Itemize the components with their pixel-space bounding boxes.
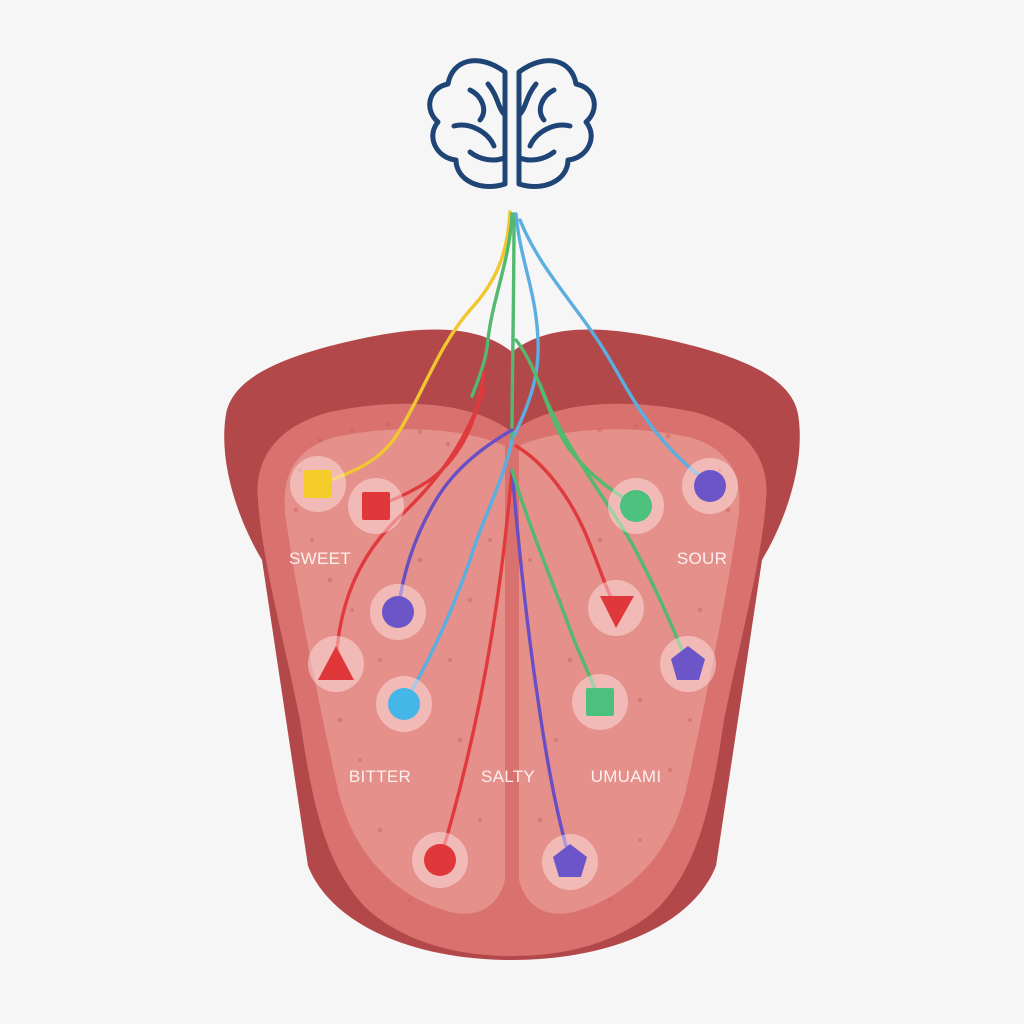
- yellow-square-receptor: [304, 470, 332, 498]
- purple-circle-receptor: [382, 596, 414, 628]
- nerve-blue-trunk: [512, 212, 540, 438]
- green-square-receptor: [586, 688, 614, 716]
- label-sour: SOUR: [677, 549, 727, 568]
- label-bitter: BITTER: [349, 767, 411, 786]
- nerve-purple-bottom-pentagon: [510, 468, 572, 862]
- nerve-green-trunk: [510, 212, 516, 442]
- taste-labels: SWEET SOUR BITTER SALTY UMUAMI: [289, 549, 727, 786]
- red-circle-receptor: [424, 844, 456, 876]
- tongue: [224, 329, 800, 960]
- blue-circle-receptor: [388, 688, 420, 720]
- nerve-yellow-sweet: [318, 210, 512, 486]
- nerve-red-left-triangle: [334, 388, 486, 662]
- nerve-red-bottom-circle: [438, 468, 514, 862]
- nerve-green-square-right: [510, 468, 602, 704]
- nerve-green-sour: [514, 338, 638, 508]
- nerve-fibers: [318, 210, 712, 862]
- red-down-triangle-receptor: [600, 596, 634, 628]
- nerve-red-down-triangle: [514, 444, 618, 610]
- label-umami: UMUAMI: [591, 767, 662, 786]
- nerve-blue-left-circle: [402, 438, 514, 706]
- purple-pentagon-receptor-right: [671, 646, 705, 680]
- purple-circle-receptor-right: [694, 470, 726, 502]
- nerve-purple-left-circle: [396, 428, 514, 612]
- nerve-blue-sour: [518, 218, 712, 486]
- label-sweet: SWEET: [289, 549, 351, 568]
- red-triangle-receptor: [318, 646, 354, 680]
- green-circle-receptor: [620, 490, 652, 522]
- purple-pentagon-receptor: [553, 844, 587, 877]
- red-square-receptor: [362, 492, 390, 520]
- nerve-green-pentagon: [538, 382, 688, 662]
- receptors: [304, 470, 726, 877]
- tongue-papillae: [293, 421, 731, 903]
- nerve-green-top: [470, 212, 514, 398]
- tongue-inner-left: [284, 429, 505, 914]
- label-salty: SALTY: [481, 767, 535, 786]
- tongue-inner-right: [519, 429, 740, 914]
- brain-icon: [427, 58, 597, 189]
